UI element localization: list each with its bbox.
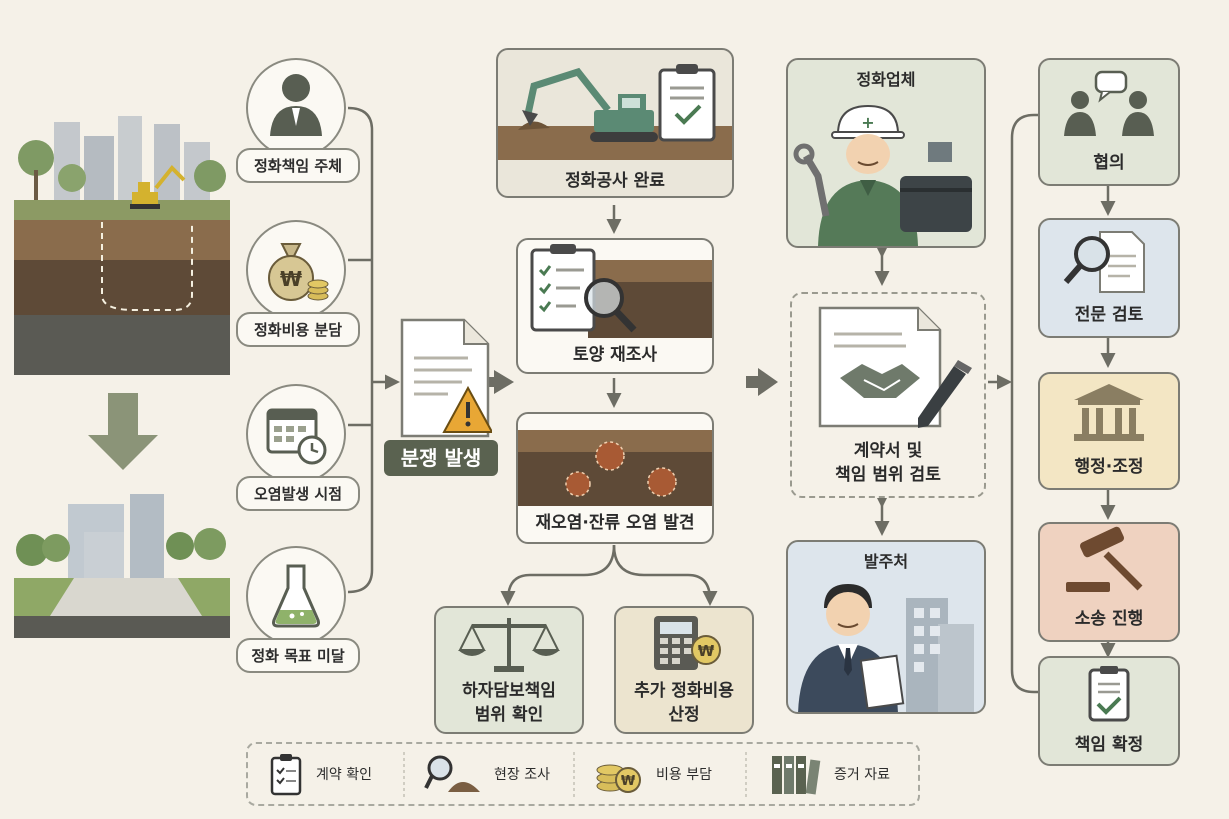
legend-cost: ₩ 비용 부담 [594, 748, 712, 800]
step-complete: 정화공사 완료 [496, 48, 734, 198]
contract-handshake-icon [818, 306, 972, 428]
coins-icon: ₩ [596, 764, 641, 793]
client-person-icon [798, 584, 974, 712]
step-consult: 협의 [1038, 58, 1180, 186]
factor-target-label: 정화 목표 미달 [236, 638, 360, 673]
step-resurvey-label: 토양 재조사 [572, 345, 658, 365]
step-lawsuit-label: 소송 진행 [1074, 609, 1144, 629]
step-confirm: 책임 확정 [1038, 656, 1180, 766]
government-building-icon [1074, 384, 1144, 441]
party-contractor: 정화업체 + [786, 58, 986, 248]
legend-evidence: 증거 자료 [768, 748, 890, 800]
person-icon [270, 74, 322, 136]
calendar-clock-icon [266, 408, 327, 465]
restored-site-scene [14, 490, 230, 638]
party-contractor-label: 정화업체 [856, 70, 916, 89]
legend-contract-label: 계약 확인 [316, 767, 372, 783]
scales-icon [458, 618, 560, 672]
legend-cost-label: 비용 부담 [656, 767, 712, 783]
factor-time-label: 오염발생 시점 [236, 476, 360, 511]
calculator-coin-icon: ₩ [654, 616, 721, 670]
step-recontam: 재오염·잔류 오염 발견 [516, 412, 714, 544]
transition-arrow-down [88, 393, 158, 470]
dispute-label: 분쟁 발생 [384, 440, 498, 476]
legend-site: 현장 조사 [424, 748, 550, 800]
factor-subject-label: 정화책임 주체 [236, 148, 360, 183]
svg-text:₩: ₩ [698, 642, 715, 660]
legend-site-label: 현장 조사 [494, 767, 550, 783]
consult-people-icon [1064, 70, 1154, 136]
confirm-clipboard-icon [1088, 666, 1130, 722]
factor-cost-circle: ₩ [246, 220, 346, 320]
legend [246, 742, 920, 806]
step-defect: 하자담보책임 범위 확인 [434, 606, 584, 734]
legend-evidence-label: 증거 자료 [834, 767, 890, 783]
step-admin-label: 행정·조정 [1074, 457, 1144, 477]
contamination-spots-icon [518, 430, 712, 506]
factor-cost-label: 정화비용 분담 [236, 312, 360, 347]
review-label-1: 계약서 및 [853, 441, 923, 461]
party-client-label: 발주처 [863, 552, 909, 571]
factor-bracket [347, 106, 400, 594]
survey-magnifier-icon [530, 244, 712, 338]
excavator-icon [498, 64, 732, 160]
arrow-to-review [758, 368, 778, 396]
factor-target-circle [246, 546, 346, 646]
party-client: 발주처 [786, 540, 986, 714]
site-survey-icon [424, 755, 480, 792]
step-extra-label-2: 산정 [668, 705, 700, 725]
step-lawsuit: 소송 진행 [1038, 522, 1180, 642]
legend-contract: 계약 확인 [268, 748, 372, 800]
arrow-to-process [494, 370, 514, 394]
step-recontam-label: 재오염·잔류 오염 발견 [535, 513, 695, 533]
binders-icon [772, 756, 821, 795]
svg-text:+: + [861, 113, 874, 132]
review-box: 계약서 및 책임 범위 검토 [790, 292, 986, 498]
step-resurvey: 토양 재조사 [516, 238, 714, 374]
step-defect-label-1: 하자담보책임 [462, 681, 556, 701]
step-defect-label-2: 범위 확인 [474, 705, 544, 725]
dispute-document [398, 318, 494, 438]
money-bag-icon: ₩ [268, 243, 329, 301]
step-extra-cost: ₩ 추가 정화비용 산정 [614, 606, 754, 734]
step-extra-label-1: 추가 정화비용 [634, 681, 734, 701]
clipboard-icon [270, 754, 302, 796]
factor-time-circle [246, 384, 346, 484]
flask-icon [272, 564, 320, 628]
expert-review-icon [1063, 231, 1145, 293]
gavel-icon [1066, 526, 1143, 592]
worker-icon: + [793, 104, 972, 246]
step-admin: 행정·조정 [1038, 372, 1180, 490]
step-consult-label: 협의 [1093, 153, 1125, 173]
factor-subject-circle [246, 58, 346, 158]
step-expert-label: 전문 검토 [1074, 305, 1144, 325]
step-complete-label: 정화공사 완료 [565, 171, 665, 191]
contaminated-site-scene [14, 110, 230, 375]
svg-text:₩: ₩ [621, 774, 636, 789]
svg-text:₩: ₩ [280, 267, 302, 291]
step-confirm-label: 책임 확정 [1074, 735, 1144, 755]
step-expert: 전문 검토 [1038, 218, 1180, 338]
review-label-2: 책임 범위 검토 [835, 465, 941, 485]
document-warning-icon [400, 318, 494, 438]
